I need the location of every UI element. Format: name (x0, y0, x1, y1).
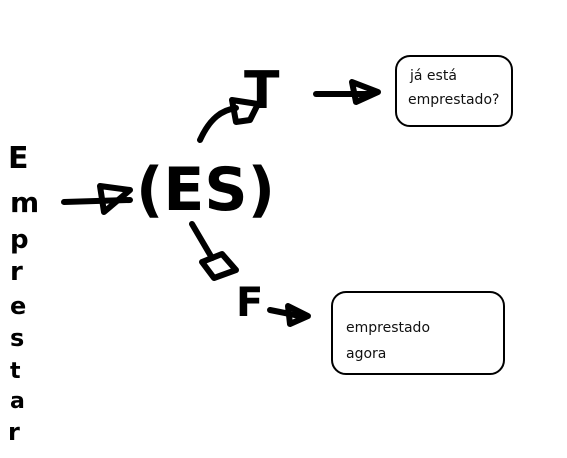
false-label-text: F (236, 280, 263, 326)
true-branch-arrow (197, 97, 261, 143)
true-outcome-line-1: já está (409, 68, 457, 84)
true-label: T (244, 61, 280, 121)
center-node: (ES) (136, 155, 275, 225)
side-letter: t (10, 359, 21, 384)
side-letter: p (10, 225, 29, 255)
side-letter: r (8, 418, 20, 446)
side-letter: a (10, 389, 25, 414)
input-arrow (61, 183, 133, 215)
true-outcome-line-2: emprestado? (408, 92, 499, 108)
true-label-text: T (244, 61, 280, 121)
side-word: E m p r e s t a r (8, 141, 39, 446)
false-outcome-line-2: agora (346, 346, 386, 362)
false-label: F (236, 280, 263, 326)
side-letter: E (8, 141, 29, 176)
true-to-box-arrow (313, 79, 381, 105)
false-outcome-line-1: emprestado (346, 320, 430, 336)
side-letter: s (10, 324, 24, 352)
side-letter: r (10, 257, 23, 287)
false-outcome-box: emprestado agora (331, 291, 505, 375)
false-to-box-arrow (267, 303, 311, 327)
center-node-label: (ES) (136, 155, 275, 225)
false-branch-arrow (189, 221, 239, 281)
side-letter: e (10, 292, 26, 320)
true-outcome-box: já está emprestado? (395, 55, 513, 127)
side-letter: m (10, 186, 39, 219)
